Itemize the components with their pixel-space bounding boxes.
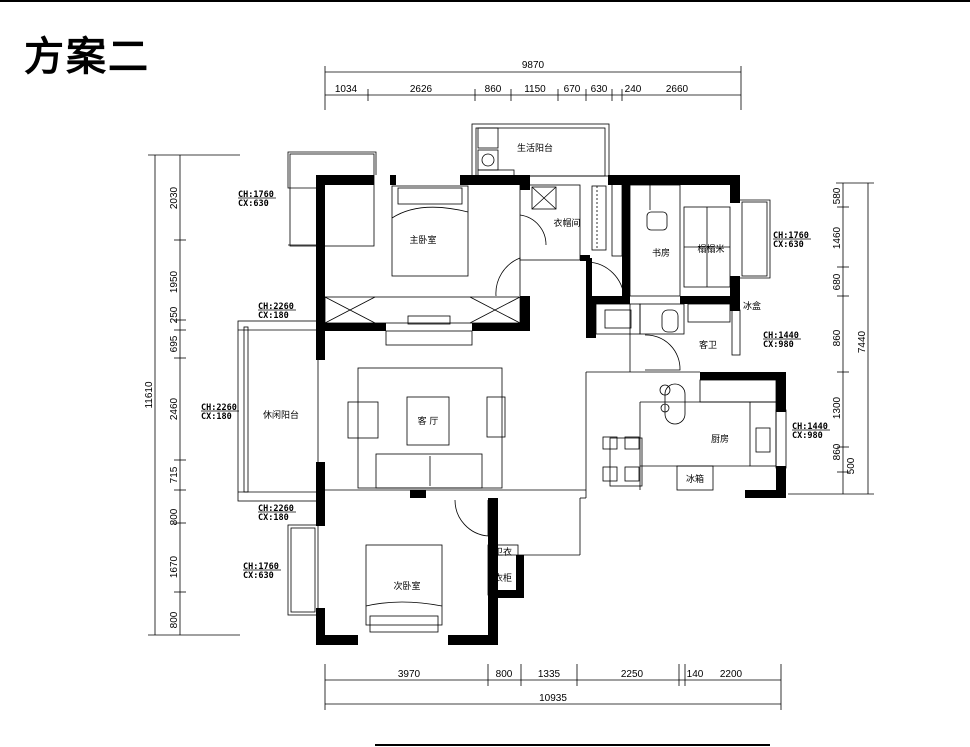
window-6-cx: CX:980 [792,431,823,441]
dim-left-9: 800 [169,611,180,628]
dim-bottom-2: 800 [496,669,513,680]
dim-right-6: 860 [832,443,843,460]
window-1-ch: CH:1760 [238,190,274,200]
dim-bottom-5: 140 [687,669,704,680]
label-master-bedroom: 主卧室 [409,234,436,246]
window-3-ch: CH:2260 [258,302,294,312]
dim-right-3: 680 [832,273,843,290]
label-fridge: 冰箱 [686,473,704,485]
dim-left-8: 1670 [169,555,180,578]
label-walk-in-closet: 衣帽间 [553,217,580,229]
dim-top-4: 1150 [524,84,546,95]
top-border-line [0,0,970,2]
window-5-cx: CX:180 [201,412,232,422]
dim-top-8: 2660 [666,84,689,95]
window-7-cx: CX:180 [258,513,289,523]
dim-left-4: 695 [169,335,180,352]
dimension-left: 11610 2030 1950 250 695 2460 715 800 167… [144,154,240,636]
dim-right-1: 580 [832,187,843,204]
label-tatami: 榻榻米 [697,243,724,255]
dim-left-3: 250 [169,306,180,323]
dim-left-5: 2460 [169,397,180,420]
dimension-top: 9870 1034 2626 860 1150 670 630 240 2660 [324,60,742,110]
page-title: 方案二 [24,34,150,80]
label-small-b: 衣柜 [494,572,512,584]
walls [316,175,786,645]
window-5-ch: CH:2260 [201,403,237,413]
window-2-cx: CX:630 [773,240,804,250]
window-6-ch: CH:1440 [792,422,828,432]
dim-top-5: 670 [564,84,581,95]
dim-top-6: 630 [591,84,608,95]
dim-bottom-3: 1335 [538,669,561,680]
window-2-ch: CH:1760 [773,231,809,241]
window-8-ch: CH:1760 [243,562,279,572]
label-utility-balcony: 生活阳台 [517,142,553,154]
label-study: 书房 [652,247,670,259]
label-living-room: 客 厅 [418,415,439,427]
window-4-cx: CX:980 [763,340,794,350]
window-7-ch: CH:2260 [258,504,294,514]
dim-right-5: 1300 [832,396,843,419]
dim-left-1: 2030 [169,186,180,209]
window-1-cx: CX:630 [238,199,269,209]
label-small-a: 卫衣 [494,546,512,558]
dim-top-3: 860 [485,84,502,95]
dim-top-2: 2626 [410,84,433,95]
dim-bottom-4: 2250 [621,669,644,680]
dimension-bottom: 3970 800 1335 2250 140 2200 10935 [324,664,782,710]
dim-bottom-1: 3970 [398,669,421,680]
window-labels: CH:1760 CX:630 CH:1760 CX:630 CH:2260 CX… [201,190,830,581]
dim-left-6: 715 [169,466,180,483]
bottom-border-line [375,744,770,746]
room-labels: 生活阳台 主卧室 衣帽间 书房 榻榻米 客卫 休闲阳台 客 厅 厨房 次卧室 冰… [263,142,761,592]
dimension-right: 580 1460 680 860 1300 860 500 7440 [788,182,874,495]
dim-top-1: 1034 [335,84,358,95]
label-second-bedroom: 次卧室 [393,580,420,592]
dim-bottom-total: 10935 [539,693,567,704]
dim-top-7: 240 [625,84,642,95]
dim-right-2: 1460 [832,226,843,249]
dim-right-total: 7440 [857,330,868,353]
window-4-ch: CH:1440 [763,331,799,341]
dim-right-7: 500 [846,457,857,474]
label-small-c: 冰盒 [743,300,761,312]
inner-lines [324,127,777,633]
label-guest-bath: 客卫 [699,339,717,351]
dim-left-total: 11610 [144,381,155,409]
label-leisure-balcony: 休闲阳台 [263,409,299,421]
dim-bottom-6: 2200 [720,669,743,680]
window-3-cx: CX:180 [258,311,289,321]
label-kitchen: 厨房 [711,433,729,445]
dim-left-2: 1950 [169,270,180,293]
dim-right-4: 860 [832,329,843,346]
dim-left-7: 800 [169,508,180,525]
window-8-cx: CX:630 [243,571,274,581]
balconies [237,123,787,616]
dim-top-total: 9870 [522,60,545,71]
